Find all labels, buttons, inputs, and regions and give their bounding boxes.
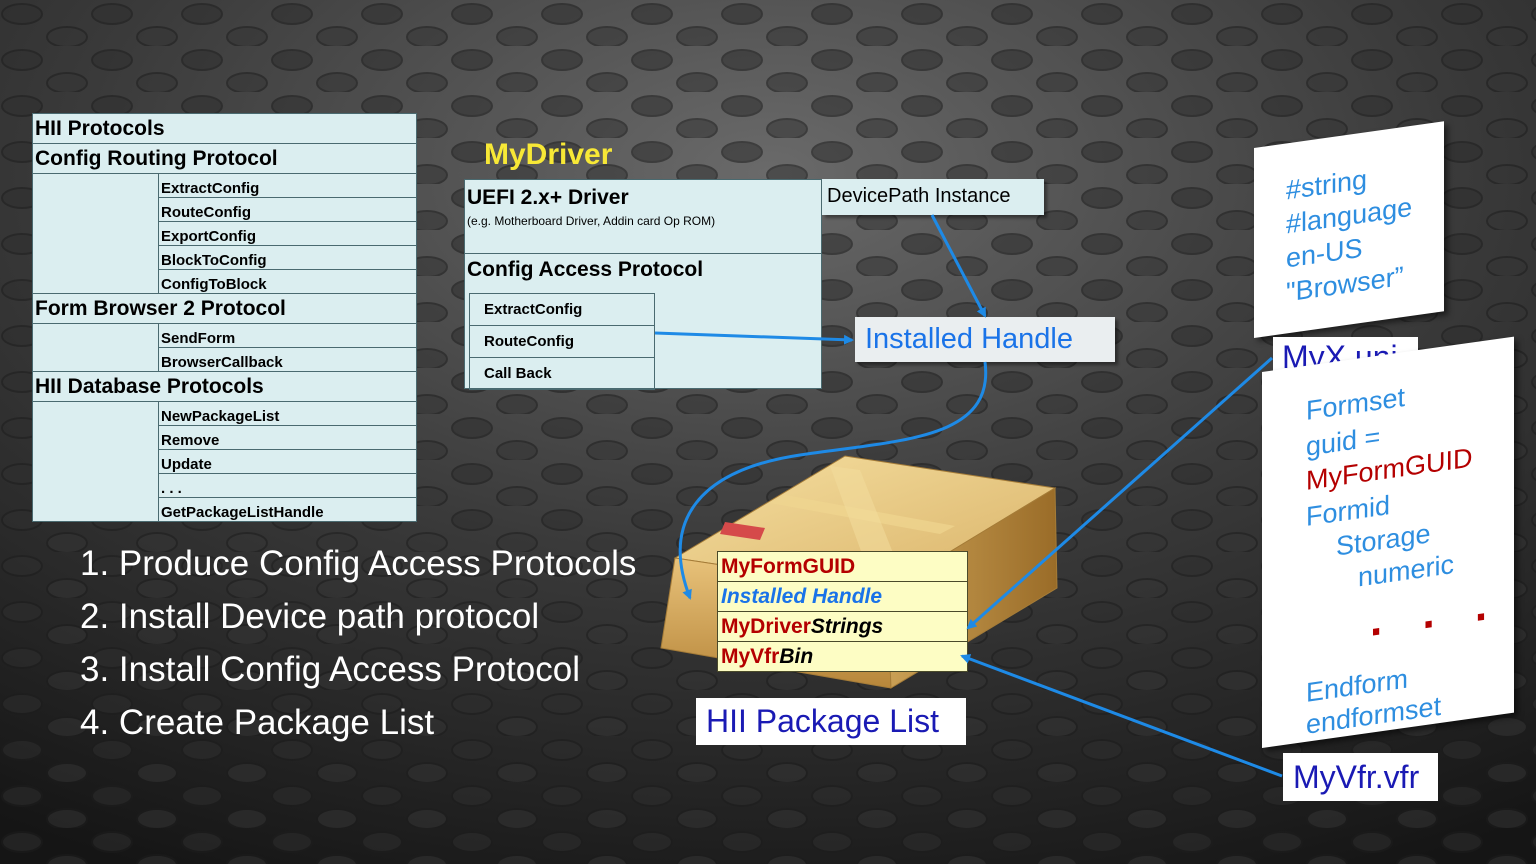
protocol-function: Update: [158, 449, 417, 474]
step-item: 2. Install Device path protocol: [80, 597, 540, 636]
hii-database-protocols-header: HII Database Protocols: [32, 371, 417, 402]
protocol-function: RouteConfig: [158, 197, 417, 222]
hii-package-list-label: HII Package List: [696, 698, 966, 745]
protocol-function: ExportConfig: [158, 221, 417, 246]
divider: [465, 253, 821, 254]
hii-protocols-table: HII Protocols Config Routing Protocol Ex…: [32, 113, 417, 522]
protocol-function: NewPackageList: [158, 401, 417, 426]
driver-box-title: UEFI 2.x+ Driver: [467, 186, 629, 209]
installed-handle-box: Installed Handle: [855, 317, 1115, 362]
form-browser-protocol-header: Form Browser 2 Protocol: [32, 293, 417, 324]
package-text: MyFormGUID: [721, 554, 856, 578]
protocol-function: ConfigToBlock: [158, 269, 417, 294]
hii-package-list-table: MyFormGUID Installed Handle MyDriverStri…: [717, 551, 968, 672]
hii-protocols-title: HII Protocols: [32, 113, 417, 144]
package-row-formguid: MyFormGUID: [717, 551, 968, 582]
steps-list: 1. Produce Config Access Protocols 2. In…: [80, 540, 636, 752]
protocol-function: . . .: [158, 473, 417, 498]
indent-cell: [32, 323, 159, 372]
config-access-protocol-title: Config Access Protocol: [467, 258, 704, 281]
step-item: 4. Create Package List: [80, 703, 435, 742]
device-path-instance-box: DevicePath Instance: [822, 179, 1044, 215]
protocol-function: SendForm: [158, 323, 417, 348]
config-routing-protocol-header: Config Routing Protocol: [32, 143, 417, 174]
indent-cell: [32, 401, 159, 522]
indent-cell: [32, 173, 159, 294]
package-row-vfrbin: MyVfrBin: [717, 641, 968, 672]
protocol-function: BrowserCallback: [158, 347, 417, 372]
config-access-functions: ExtractConfig RouteConfig Call Back: [469, 293, 655, 390]
package-row-strings: MyDriverStrings: [717, 611, 968, 642]
vfr-line: Formset: [1306, 381, 1406, 426]
package-text: MyDriver: [721, 614, 811, 638]
cap-function: RouteConfig: [469, 325, 655, 358]
package-row-installed-handle: Installed Handle: [717, 581, 968, 612]
package-text: Bin: [779, 644, 814, 668]
uni-file-card: #string #language en-US "Browser”: [1254, 121, 1444, 338]
driver-title: MyDriver: [484, 138, 613, 171]
step-item: 3. Install Config Access Protocol: [80, 650, 580, 689]
driver-box-subtitle: (e.g. Motherboard Driver, Addin card Op …: [467, 214, 716, 228]
package-text: MyVfr: [721, 644, 780, 668]
step-item: 1. Produce Config Access Protocols: [80, 544, 637, 583]
cap-function: ExtractConfig: [469, 293, 655, 326]
vfr-file-label: MyVfr.vfr: [1283, 753, 1438, 801]
protocol-function: ExtractConfig: [158, 173, 417, 198]
protocol-function: Remove: [158, 425, 417, 450]
protocol-function: BlockToConfig: [158, 245, 417, 270]
protocol-function: GetPackageListHandle: [158, 497, 417, 522]
package-text: Installed Handle: [721, 584, 883, 608]
vfr-file-card: Formset guid = MyFormGUID Formid Storage…: [1262, 336, 1514, 748]
package-text: Strings: [810, 614, 884, 638]
cap-function: Call Back: [469, 357, 655, 390]
driver-box: UEFI 2.x+ Driver (e.g. Motherboard Drive…: [464, 179, 822, 390]
